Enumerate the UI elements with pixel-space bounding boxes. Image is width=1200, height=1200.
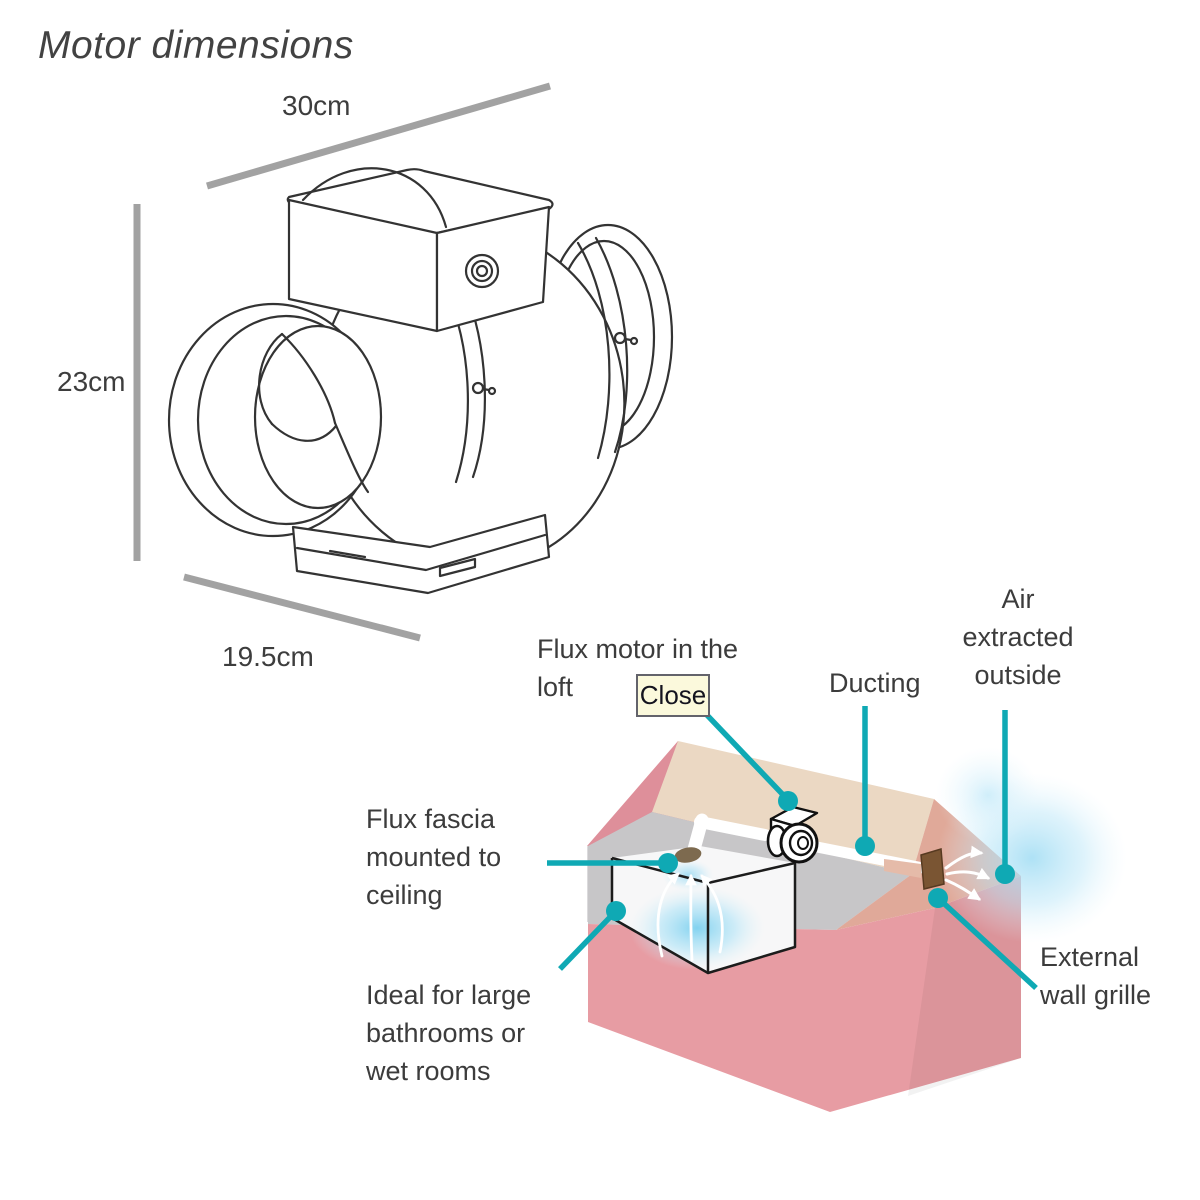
callout-ducting: Ducting [829, 664, 921, 702]
callout-air-extracted: Air extracted outside [948, 580, 1088, 694]
callout-leaders [547, 706, 1038, 991]
airflow-arrows-bathroom [656, 872, 724, 962]
leader-dot-icon [855, 836, 875, 856]
motor-inlet-spigot [167, 302, 383, 538]
leader-dot-icon [778, 791, 798, 811]
leader-dot-icon [658, 853, 678, 873]
dimension-line-30cm [206, 82, 551, 190]
callout-line: Air [1001, 584, 1035, 614]
cable-gland-icon [464, 253, 500, 289]
leader-dot-icon [928, 888, 948, 908]
motor-clamp-band [576, 236, 639, 460]
leader-wall-grille [928, 888, 1038, 991]
callout-line: ceiling [366, 880, 443, 910]
dimension-line-19-5cm [183, 573, 421, 642]
motor-mounting-bracket [291, 513, 551, 595]
callout-line: Flux fascia [366, 804, 496, 834]
leader-flux-motor [704, 712, 798, 811]
callout-line: Ideal for large [366, 980, 532, 1010]
callout-flux-motor: Flux motor in the loft [537, 630, 772, 706]
callout-line: wet rooms [366, 1056, 491, 1086]
leader-dot-icon [606, 901, 626, 921]
callout-line: bathrooms or [366, 1018, 526, 1048]
dimension-lines [133, 82, 551, 642]
callout-line: wall grille [1040, 980, 1152, 1010]
motor-impeller [258, 332, 370, 494]
callout-ideal-rooms: Ideal for large bathrooms or wet rooms [366, 976, 531, 1090]
page-title: Motor dimensions [38, 24, 354, 67]
airflow-arrows-outside [944, 845, 991, 901]
inline-fan-icon [766, 805, 819, 864]
callout-line: Ducting [829, 668, 921, 698]
callout-line: extracted [962, 622, 1074, 652]
motor-technical-drawing [167, 167, 674, 595]
callout-wall-grille: External wall grille [1040, 938, 1151, 1014]
callout-line: Flux motor in the [537, 634, 739, 664]
dimension-label-30cm: 30cm [282, 90, 351, 121]
extracted-air-glow [936, 747, 1040, 843]
callout-line: External [1040, 942, 1140, 972]
house-illustration [587, 741, 1127, 1112]
duct-stub [884, 859, 921, 878]
close-button[interactable]: Close [636, 674, 710, 717]
callout-line: outside [974, 660, 1062, 690]
wall-grille-icon [920, 848, 945, 890]
callout-line: mounted to [366, 842, 502, 872]
leader-ideal-rooms [558, 901, 626, 971]
ceiling-fascia-icon [674, 847, 702, 863]
leader-flux-fascia [547, 853, 678, 873]
motor-junction-box [286, 167, 554, 333]
leader-air-extracted [995, 710, 1015, 884]
leader-ducting [855, 706, 875, 856]
leader-dot-icon [995, 864, 1015, 884]
dimension-label-19-5cm: 19.5cm [222, 641, 314, 672]
callout-flux-fascia: Flux fascia mounted to ceiling [366, 800, 501, 914]
dimension-label-23cm: 23cm [57, 366, 126, 397]
callout-line: loft [537, 672, 574, 702]
